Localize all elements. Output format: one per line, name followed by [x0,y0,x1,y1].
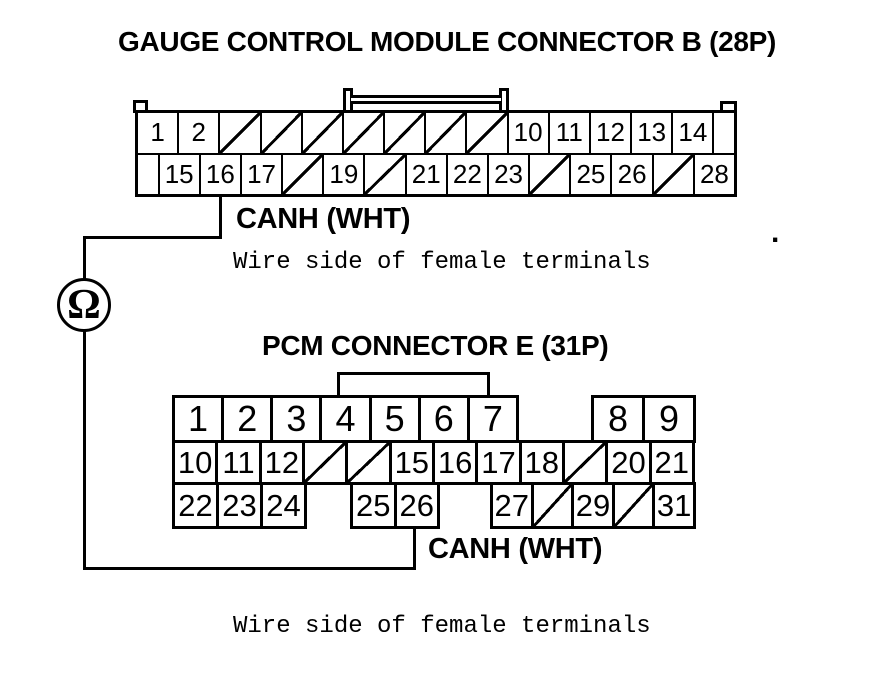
pin-cell-19: 19 [322,154,364,194]
pin-cell-2: 2 [221,398,271,440]
pin-cell-3: 3 [270,398,320,440]
pin-cell-11: 11 [547,113,589,153]
pin-cell-27: 27 [493,485,531,526]
connector-e-row3-right: 27 29 31 [490,482,696,529]
hatched-cell [345,443,389,482]
pin-cell-9: 9 [642,398,693,440]
hatched-cell [301,443,346,482]
blank-cell [138,154,158,194]
wire-meter-down [83,331,86,570]
hatched-cell [611,485,653,526]
ohmmeter-circle: Ω [57,278,111,332]
pin-cell-22: 22 [445,154,487,194]
hatched-cell [530,485,572,526]
pin-cell-13: 13 [630,113,672,153]
pin-cell-5: 5 [368,398,418,440]
connector-e-latch [337,372,490,398]
connector-e-caption: Wire side of female terminals [233,613,651,640]
pin-cell-16: 16 [431,443,476,482]
pin-cell-21: 21 [648,443,692,482]
connector-b-wire-label: CANH (WHT) [236,203,411,235]
pin-cell-23: 23 [486,154,529,194]
hatched-cell [651,154,693,194]
pin-cell-14: 14 [671,113,713,153]
pin-cell-2: 2 [177,113,219,153]
connector-e-wire-label: CANH (WHT) [428,533,603,565]
hatched-cell [528,154,570,194]
pin-cell-24: 24 [260,485,304,526]
pin-cell-21: 21 [404,154,446,194]
wire-b-to-meter [83,236,86,279]
wire-b-pin16-drop [219,197,222,239]
connector-b-title: GAUGE CONTROL MODULE CONNECTOR B (28P) [118,26,777,57]
hatched-cell [561,443,606,482]
pin-cell-17: 17 [239,154,282,194]
hatched-cell [281,154,323,194]
pin-cell-31: 31 [652,485,693,526]
pin-cell-7: 7 [466,398,516,440]
pin-cell-4: 4 [319,398,369,440]
connector-b-caption: Wire side of female terminals [233,249,651,276]
pin-cell-12: 12 [258,443,302,482]
hatched-cell [218,113,260,153]
pin-cell-17: 17 [475,443,519,482]
blank-cell [712,113,734,153]
connector-e-title: PCM CONNECTOR E (31P) [262,330,609,361]
stray-dot: . [771,216,780,249]
pin-cell-26: 26 [610,154,652,194]
hatched-cell [424,113,466,153]
pin-cell-10: 10 [175,443,216,482]
pin-cell-26: 26 [393,485,437,526]
pin-cell-6: 6 [417,398,467,440]
hatched-cell [300,113,342,153]
pin-cell-18: 18 [518,443,562,482]
pin-cell-15: 15 [157,154,199,194]
pin-cell-16: 16 [198,154,240,194]
wire-b-horizontal [83,236,222,239]
hatched-cell [341,113,384,153]
hatched-cell [259,113,301,153]
pin-cell-12: 12 [588,113,631,153]
pin-cell-28: 28 [692,154,734,194]
pin-cell-11: 11 [215,443,259,482]
pin-cell-23: 23 [216,485,260,526]
pin-cell-25: 25 [569,154,611,194]
pin-cell-25: 25 [353,485,394,526]
hatched-cell [363,154,405,194]
hatched-cell [465,113,507,153]
pin-cell-8: 8 [594,398,642,440]
connector-b-latch-bar [351,95,501,104]
pin-cell-22: 22 [175,485,216,526]
pin-cell-10: 10 [506,113,548,153]
pin-cell-29: 29 [571,485,612,526]
hatched-cell [383,113,425,153]
wire-bottom-horizontal [83,567,416,570]
wire-e-pin26-rise [413,529,416,570]
pin-cell-1: 1 [175,398,222,440]
pin-cell-20: 20 [605,443,649,482]
pin-cell-15: 15 [388,443,432,482]
pin-cell-1: 1 [138,113,178,153]
connector-b-notch-left [133,100,148,113]
omega-symbol: Ω [67,282,101,328]
